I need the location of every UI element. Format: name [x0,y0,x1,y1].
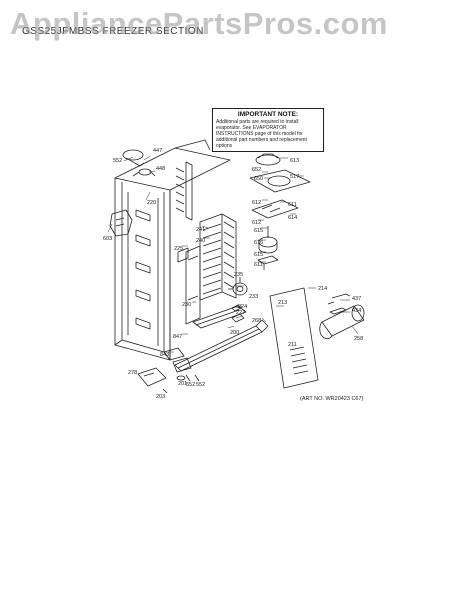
drain-pan [192,305,247,329]
callout: 611 [254,262,263,268]
leveling-leg-201 [172,357,192,381]
callout: 230 [182,302,191,308]
note-body: Additional parts are required to install… [216,119,307,149]
callout: 225 [174,246,183,252]
duct-tube-268 [174,319,269,372]
callout: 552 [196,382,205,388]
callout: 613 [290,158,299,164]
bracket-part-225 [177,247,189,263]
callout: 268 [252,318,261,324]
rear-panel-211 [269,287,319,389]
note-title: IMPORTANT NOTE: [237,111,299,118]
callout: 200 [230,330,239,336]
callout: 847 [173,334,182,340]
model-section-header: GSS25JFMBSS FREEZER SECTION [22,26,204,37]
callout: 241 [196,227,205,233]
callout: 434 [352,308,361,314]
callout: 615 [254,252,263,258]
back-wall-fins [175,161,193,221]
callout: 227 [236,310,245,316]
callout: 233 [249,294,258,300]
callout: 278 [128,370,137,376]
callout: 220 [147,200,156,206]
hose-434 [329,307,347,315]
callout: 615 [254,228,263,234]
light-switch-assembly [122,149,156,177]
callout: 843 [160,352,169,358]
callout: 240 [196,238,205,244]
fan-blade-613 [255,153,281,166]
bracket-611 [257,255,279,270]
callout: 203 [156,394,165,400]
callout: 517 [290,174,299,180]
callout: 211 [288,342,297,348]
callout: 213 [278,300,287,306]
callout: 552 [113,158,122,164]
callout: 612 [252,220,261,226]
bracket-part-603 [109,209,133,237]
callout: 258 [354,336,363,342]
important-note-box: IMPORTANT NOTE: Additional parts are req… [212,108,324,152]
leader-lines [107,155,359,353]
callout: 652 [252,167,261,173]
callout: 614 [288,215,297,221]
callout: 603 [103,236,112,242]
callout: 612 [252,200,261,206]
mounting-plate-612 [251,199,299,219]
hose-437 [327,293,351,305]
callout-numbers: 447 552 448 220 603 241 240 225 230 847 … [103,148,363,400]
callout: 447 [153,148,162,154]
callout: 448 [156,166,165,172]
cabinet-shelf-rails [135,209,151,330]
screw-203 [162,388,168,394]
evaporator-cover [185,245,201,325]
roller-bracket-843 [163,347,185,361]
fan-shroud-517 [249,169,311,193]
callout: 214 [318,286,327,292]
callout: 552 [186,382,195,388]
callout: 437 [352,296,361,302]
callout: 616 [254,240,263,246]
condenser-canister-258 [319,304,365,340]
art-reference: (ART NO. WR20423 C67) [300,396,364,402]
callout: 611 [288,202,297,208]
callout: 201 [178,381,187,387]
base-bracket-278 [137,367,167,387]
clip-part-227 [231,313,245,323]
callout: 650 [254,176,263,182]
callout: 224 [238,304,247,310]
clip-part-224 [231,304,242,312]
freezer-cabinet [114,139,231,361]
fan-motor-233 [228,277,248,296]
screw-552 [185,374,200,382]
callout: 235 [234,272,243,278]
